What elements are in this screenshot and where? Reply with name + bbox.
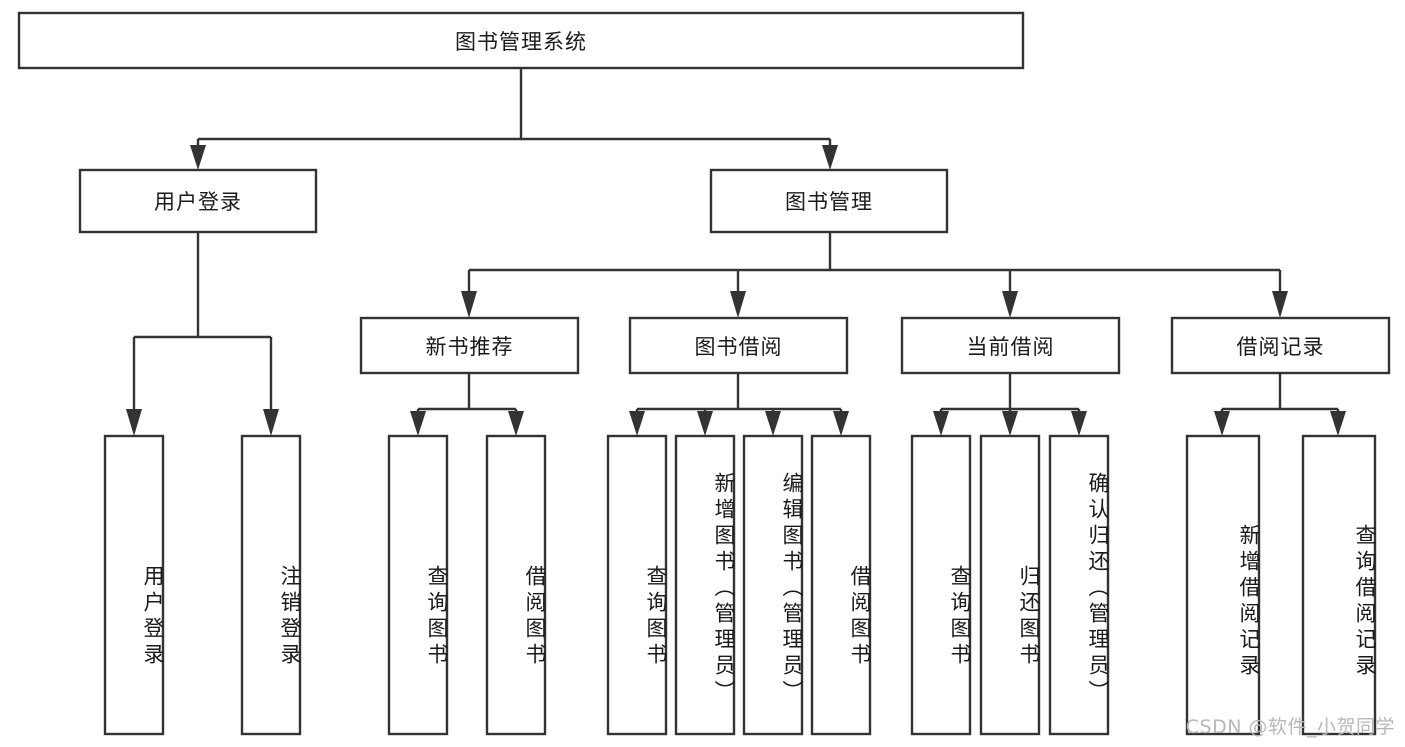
node-box-leaf-confirm-return-admin[interactable]	[1048, 434, 1110, 736]
arrow-br-leaf2	[1330, 411, 1346, 436]
node-box-leaf-borrow-book-1[interactable]	[485, 434, 547, 736]
arrow-bb-leaf3	[765, 411, 781, 436]
arrow-root-to-bookmgmt	[822, 145, 838, 170]
arrow-cb-leaf1	[933, 411, 949, 436]
node-box-leaf-logout-login[interactable]	[240, 434, 302, 736]
arrow-bm-newbook	[461, 291, 477, 318]
arrow-bb-leaf2	[697, 411, 713, 436]
node-box-leaf-edit-book-admin[interactable]	[742, 434, 804, 736]
arrow-nb-leaf1	[410, 411, 426, 436]
node-box-new-book-recommend[interactable]	[359, 316, 580, 375]
node-box-leaf-add-borrow-record[interactable]	[1185, 434, 1261, 736]
arrow-bb-leaf4	[833, 411, 849, 436]
node-box-book-management[interactable]	[709, 168, 949, 234]
node-box-leaf-query-book-2[interactable]	[606, 434, 668, 736]
node-box-leaf-query-borrow-record[interactable]	[1301, 434, 1377, 736]
node-box-leaf-borrow-book-2[interactable]	[810, 434, 872, 736]
node-box-leaf-return-book[interactable]	[979, 434, 1041, 736]
arrow-bm-bookborrow	[730, 291, 746, 318]
arrow-userlogin-leaf2	[263, 409, 279, 436]
arrow-cb-leaf2	[1002, 411, 1018, 436]
arrow-bm-currentborrow	[1002, 291, 1018, 318]
node-box-leaf-query-book-1[interactable]	[387, 434, 449, 736]
node-box-borrow-record[interactable]	[1170, 316, 1391, 375]
node-box-root[interactable]	[17, 11, 1025, 70]
arrow-userlogin-leaf1	[126, 409, 142, 436]
node-box-book-borrow[interactable]	[628, 316, 849, 375]
node-box-leaf-user-login[interactable]	[103, 434, 165, 736]
node-box-leaf-query-book-3[interactable]	[910, 434, 972, 736]
node-box-current-borrow[interactable]	[900, 316, 1121, 375]
arrow-br-leaf1	[1214, 411, 1230, 436]
node-box-user-login[interactable]	[78, 168, 318, 234]
arrow-root-to-userlogin	[190, 145, 206, 170]
csdn-watermark: CSDN @软件_小贺同学	[1185, 716, 1395, 738]
nodes-layer	[17, 11, 1391, 736]
arrow-nb-leaf2	[508, 411, 524, 436]
edges-layer	[126, 68, 1346, 436]
arrow-cb-leaf3	[1071, 411, 1087, 436]
node-box-leaf-add-book-admin[interactable]	[674, 434, 736, 736]
arrow-bm-borrowrecord	[1272, 291, 1288, 318]
arrow-bb-leaf1	[629, 411, 645, 436]
